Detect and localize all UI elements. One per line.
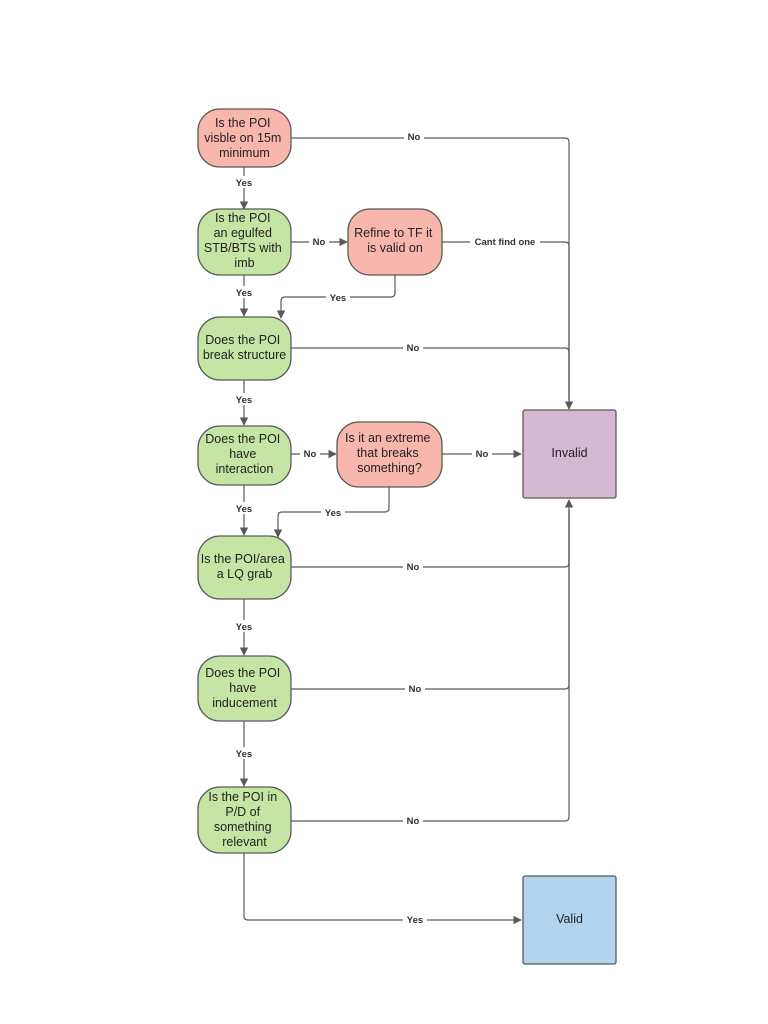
edge-labels: No Yes No Cant find one Yes Yes No Yes N… (232, 131, 540, 926)
node-break-structure-line: break structure (203, 348, 286, 362)
node-engulfed-line: Is the POI (215, 211, 271, 225)
svg-text:Invalid: Invalid (551, 446, 587, 460)
node-inducement-line: have (229, 681, 256, 695)
edge-label-inducement-no: No (409, 684, 422, 695)
node-engulfed-line: imb (234, 256, 254, 270)
edge-label-engulfed-no: No (313, 237, 326, 248)
node-inducement-line: Does the POI (205, 666, 280, 680)
node-extreme-line: that breaks (357, 446, 419, 460)
edge-label-lq-no: No (407, 562, 420, 573)
node-visible-15m-line: minimum (219, 146, 270, 160)
node-extreme: Is it an extreme that breaks something? (336, 421, 443, 488)
svg-text:Is the POI/area a LQ g: Is the POI/area a LQ grab (201, 552, 289, 581)
node-visible-15m-line: visble on 15m (204, 131, 281, 145)
node-inducement-line: inducement (212, 696, 277, 710)
edge-pd-no (291, 510, 570, 822)
node-interaction-line: have (229, 447, 256, 461)
node-refine-tf: Refine to TF it is valid on (347, 208, 443, 276)
node-valid: Valid (522, 875, 617, 965)
edge-label-pd-yes: Yes (407, 915, 423, 926)
node-lq-grab: Is the POI/area a LQ grab (197, 535, 292, 600)
edge-label-inducement-yes: Yes (236, 749, 252, 760)
node-pd-relevant-line: relevant (222, 835, 267, 849)
edge-inducement-no (291, 510, 570, 690)
node-extreme-line: Is it an extreme (345, 431, 430, 445)
node-pd-relevant: Is the POI in P/D of something relevant (197, 786, 292, 854)
edge-label-lq-yes: Yes (236, 622, 252, 633)
node-break-structure: Does the POI break structure (197, 316, 292, 381)
node-refine-tf-line: is valid on (367, 241, 423, 255)
svg-text:Does the POI have: Does the POI have interaction (205, 432, 284, 476)
node-refine-tf-line: Refine to TF it (354, 226, 433, 240)
node-engulfed-line: an egulfed (214, 226, 272, 240)
svg-text:Does the POI have: Does the POI have inducement (205, 666, 284, 710)
svg-text:Is it an extreme that: Is it an extreme that breaks something? (345, 431, 434, 475)
node-pd-relevant-line: something (214, 820, 272, 834)
node-lq-grab-line: a LQ grab (217, 567, 273, 581)
node-visible-15m: Is the POI visble on 15m minimum (197, 108, 292, 168)
node-invalid-label: Invalid (551, 446, 587, 460)
node-inducement: Does the POI have inducement (197, 655, 292, 722)
node-pd-relevant-line: P/D of (225, 805, 260, 819)
node-interaction-line: interaction (216, 462, 274, 476)
edge-label-visible-no: No (408, 132, 421, 143)
edge-pd-yes (243, 853, 522, 925)
node-valid-label: Valid (556, 912, 583, 926)
node-engulfed: Is the POI an egulfed STB/BTS with imb (197, 208, 292, 276)
svg-text:Valid: Valid (556, 912, 583, 926)
node-lq-grab-line: Is the POI/area (201, 552, 285, 566)
edge-label-extreme-no: No (476, 449, 489, 460)
edge-label-visible-yes: Yes (236, 178, 252, 189)
edge-label-pd-no: No (407, 816, 420, 827)
edge-refine-cant (442, 241, 570, 400)
svg-text:Is the POI in P/D of: Is the POI in P/D of something relevant (208, 790, 280, 849)
edge-label-refine-yes: Yes (330, 293, 346, 304)
svg-text:Does the POI break str: Does the POI break structure (203, 333, 286, 362)
node-extreme-line: something? (357, 461, 422, 475)
nodes: Is the POI visble on 15m minimum Is the … (197, 108, 617, 965)
node-break-structure-line: Does the POI (205, 333, 280, 347)
edge-break-no (291, 347, 570, 400)
edge-label-extreme-yes: Yes (325, 508, 341, 519)
edge-label-refine-cant: Cant find one (475, 237, 536, 248)
node-engulfed-line: STB/BTS with (204, 241, 282, 255)
node-interaction-line: Does the POI (205, 432, 280, 446)
edge-label-break-no: No (407, 343, 420, 354)
edge-label-interaction-yes: Yes (236, 504, 252, 515)
edge-label-break-yes: Yes (236, 395, 252, 406)
edge-visible-no (291, 137, 574, 410)
node-interaction: Does the POI have interaction (197, 425, 292, 486)
node-pd-relevant-line: Is the POI in (208, 790, 277, 804)
node-invalid: Invalid (522, 409, 617, 499)
svg-text:Is the POI visble on 1: Is the POI visble on 15m minimum (204, 116, 285, 160)
edge-label-interaction-no: No (304, 449, 317, 460)
svg-text:Refine to TF it is val: Refine to TF it is valid on (354, 226, 436, 255)
edge-label-engulfed-yes: Yes (236, 288, 252, 299)
node-visible-15m-line: Is the POI (215, 116, 271, 130)
svg-text:Is the POI an egulfed: Is the POI an egulfed STB/BTS with imb (204, 211, 285, 270)
